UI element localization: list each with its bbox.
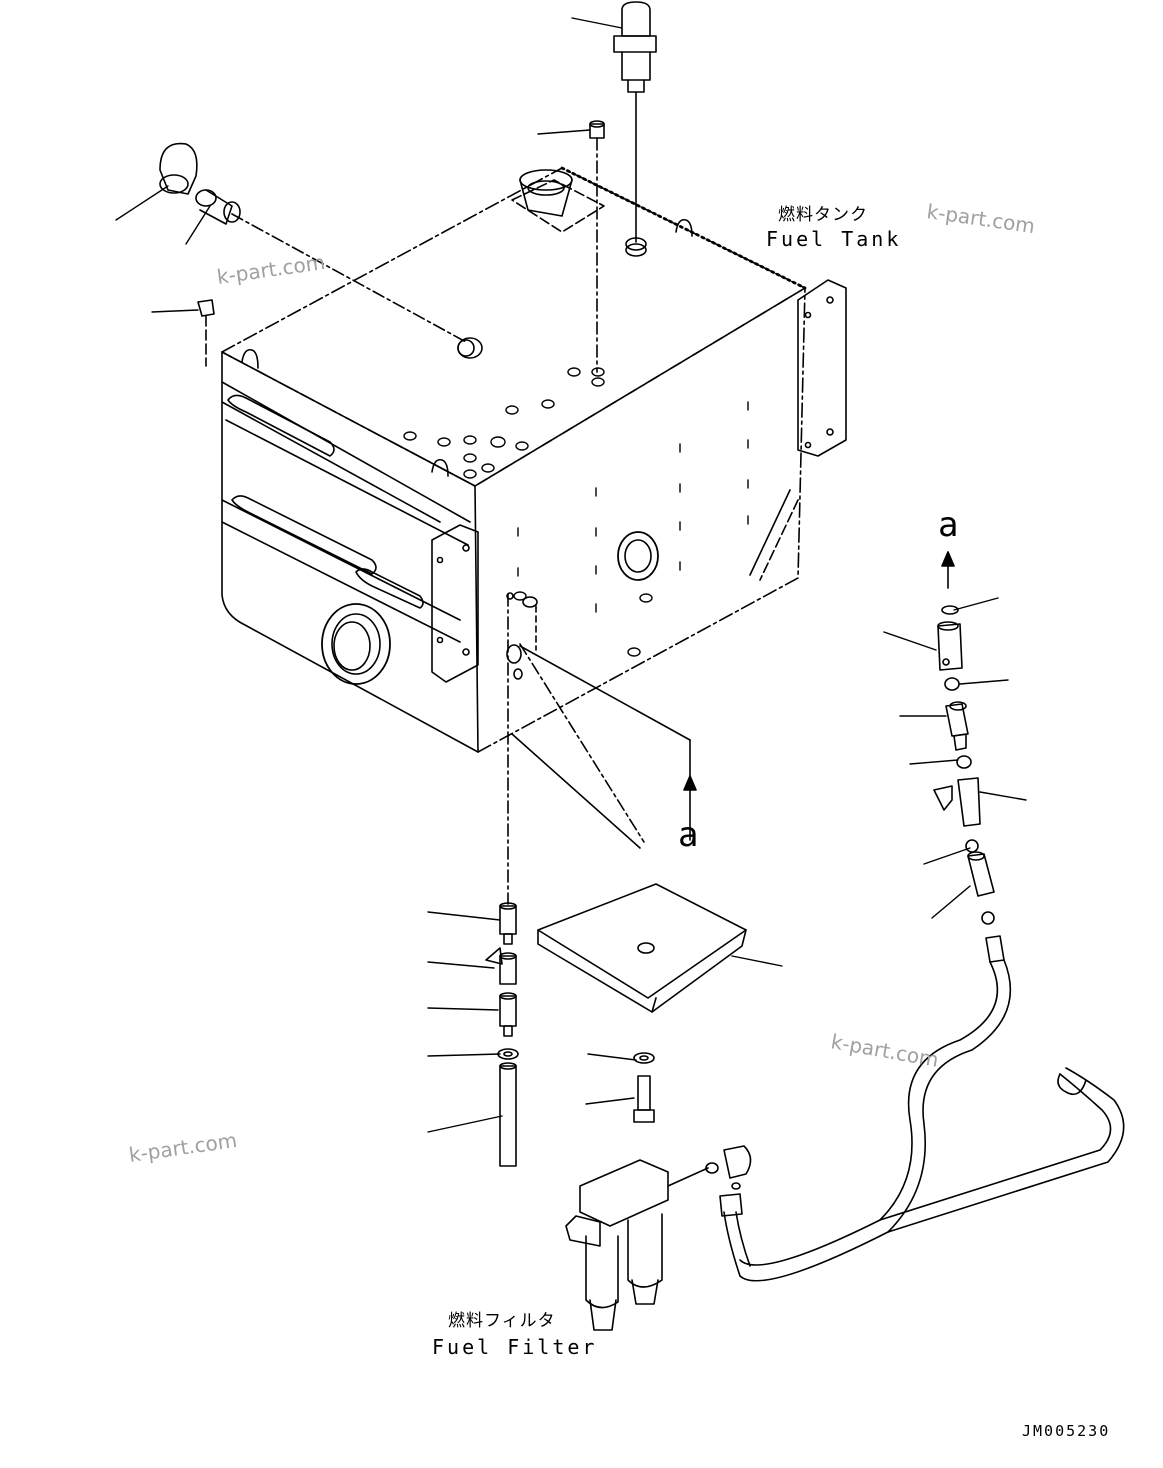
fuel-tank-label-en: Fuel Tank [766, 227, 901, 251]
drawing-code: JM005230 [1022, 1422, 1110, 1440]
watermark: k-part.com [925, 199, 1036, 238]
fuel-filter-label-jp: 燃料フィルタ [448, 1311, 556, 1331]
view-arrow-bottom [683, 739, 697, 841]
watermarks: k-part.com k-part.com k-part.com k-part.… [127, 199, 1036, 1167]
fuel-filter [565, 1145, 752, 1331]
leader-lines [115, 17, 1027, 1133]
plug-left [197, 299, 215, 367]
watermark: k-part.com [215, 250, 326, 289]
fuel-filter-label-en: Fuel Filter [432, 1335, 597, 1359]
fuel-hose [719, 935, 1125, 1282]
fuel-tank-label-jp: 燃料タンク [778, 205, 868, 225]
breather-assembly [613, 1, 657, 257]
view-label-bottom: a [678, 815, 698, 855]
vent-plug-top [589, 120, 605, 373]
watermark: k-part.com [127, 1128, 238, 1167]
elbow-fitting [159, 142, 467, 343]
diagram-text: 燃料タンク Fuel Tank 燃料フィルタ Fuel Filter JM005… [432, 205, 1110, 1440]
view-arrow-top [941, 551, 955, 589]
right-fitting-stack [933, 605, 995, 925]
fuel-tank [221, 166, 847, 753]
hole-seal [457, 337, 483, 359]
drain-line-parts [485, 592, 747, 1167]
watermark: k-part.com [829, 1029, 940, 1072]
view-label-top: a [938, 505, 958, 545]
